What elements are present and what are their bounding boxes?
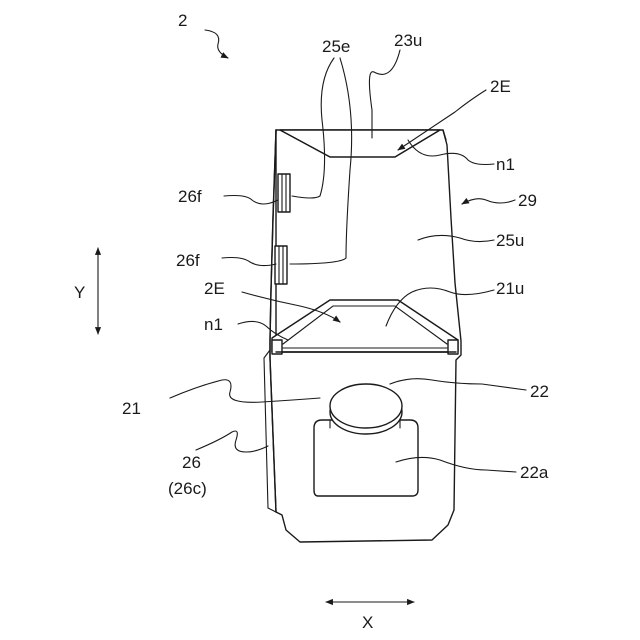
label-2E-mid: 2E [204, 279, 225, 298]
label-n1-mid: n1 [204, 315, 223, 334]
label-X: X [362, 613, 373, 632]
label-26c: (26c) [168, 479, 207, 498]
label-n1-top: n1 [496, 155, 515, 174]
label-fig-ref: 2 [178, 11, 187, 30]
mid-roof-21u [272, 300, 458, 354]
label-25e: 25e [322, 37, 350, 56]
label-21u: 21u [496, 279, 524, 298]
label-25u: 25u [496, 231, 524, 250]
label-22: 22 [530, 382, 549, 401]
label-21: 21 [122, 399, 141, 418]
tab-26f-top [278, 174, 290, 212]
label-26: 26 [182, 453, 201, 472]
top-opening-23u [280, 130, 440, 157]
label-22a: 22a [520, 463, 549, 482]
label-26f-bottom: 26f [176, 251, 200, 270]
label-26f-top: 26f [178, 187, 202, 206]
label-2E-top: 2E [490, 77, 511, 96]
button-22 [330, 384, 402, 434]
tab-26f-bottom [275, 246, 287, 284]
side-face-26 [264, 130, 276, 512]
label-29: 29 [518, 191, 537, 210]
label-Y: Y [74, 283, 85, 302]
label-23u: 23u [394, 31, 422, 50]
